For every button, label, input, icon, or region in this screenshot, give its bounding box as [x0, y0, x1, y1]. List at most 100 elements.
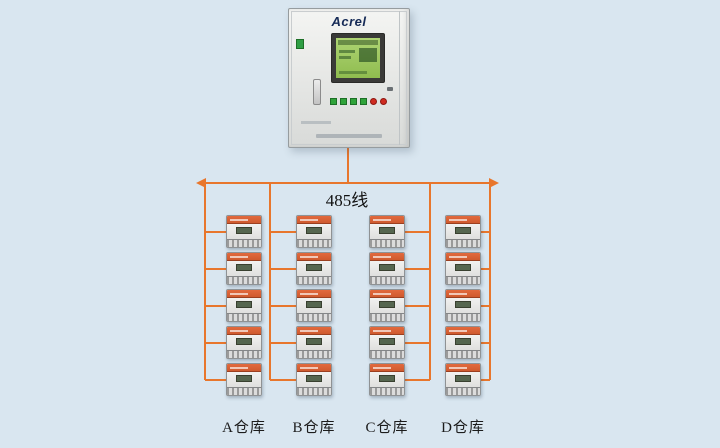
- meter-terminals: [370, 313, 404, 321]
- meter-lcd: [306, 338, 322, 345]
- meter-terminals: [227, 387, 261, 395]
- meter-terminals: [297, 387, 331, 395]
- stubs-column-c: [404, 231, 430, 381]
- din-rail-meter: [445, 215, 481, 248]
- din-rail-meter: [226, 215, 262, 248]
- cabinet-button-row: [330, 98, 387, 105]
- meter-top-stripe: [297, 327, 331, 335]
- meter-lcd: [236, 375, 252, 382]
- meter-terminals: [370, 350, 404, 358]
- meter-lcd: [455, 264, 471, 271]
- meter-lcd: [236, 227, 252, 234]
- lcd-text-line: [339, 71, 367, 74]
- lcd-chart-area: [359, 48, 377, 62]
- meter-top-stripe: [446, 364, 480, 372]
- meter-lcd: [455, 227, 471, 234]
- arrow-right-icon: [489, 178, 499, 188]
- meter-lcd: [236, 301, 252, 308]
- meter-top-stripe: [446, 253, 480, 261]
- meter-lcd: [236, 264, 252, 271]
- meter-column-a: [226, 215, 262, 396]
- meter-top-stripe: [227, 327, 261, 335]
- warehouse-a-label: A仓库: [222, 420, 266, 436]
- meter-lcd: [306, 264, 322, 271]
- din-rail-meter: [369, 326, 405, 359]
- meter-top-stripe: [297, 253, 331, 261]
- bus-label: 485线: [325, 191, 369, 210]
- meter-lcd: [455, 338, 471, 345]
- din-rail-meter: [369, 252, 405, 285]
- meter-lcd: [379, 338, 395, 345]
- lcd-screen-frame: [331, 33, 385, 83]
- stubs-column-d: [480, 231, 490, 381]
- lcd-screen: [336, 38, 380, 78]
- meter-lcd: [306, 375, 322, 382]
- meter-lcd: [236, 338, 252, 345]
- meter-top-stripe: [370, 290, 404, 298]
- meter-lcd: [306, 301, 322, 308]
- lcd-titlebar: [338, 40, 378, 45]
- din-rail-meter: [226, 326, 262, 359]
- meter-terminals: [227, 276, 261, 284]
- meter-top-stripe: [370, 253, 404, 261]
- meter-column-c: [369, 215, 405, 396]
- door-handle: [387, 87, 393, 91]
- din-rail-meter: [369, 215, 405, 248]
- arrow-left-icon: [196, 178, 206, 188]
- meter-terminals: [370, 239, 404, 247]
- din-rail-meter: [226, 252, 262, 285]
- meter-terminals: [370, 276, 404, 284]
- meter-lcd: [379, 301, 395, 308]
- din-rail-meter: [445, 363, 481, 396]
- din-rail-meter: [369, 363, 405, 396]
- meter-terminals: [227, 313, 261, 321]
- meter-terminals: [297, 276, 331, 284]
- green-button: [340, 98, 347, 105]
- din-rail-meter: [296, 215, 332, 248]
- din-rail-meter: [296, 289, 332, 322]
- lcd-text-line: [339, 50, 355, 53]
- meter-terminals: [297, 239, 331, 247]
- power-indicator-badge: [296, 39, 304, 49]
- meter-top-stripe: [446, 216, 480, 224]
- din-rail-meter: [226, 363, 262, 396]
- meter-top-stripe: [297, 290, 331, 298]
- din-rail-meter: [445, 252, 481, 285]
- meter-lcd: [379, 375, 395, 382]
- red-button: [370, 98, 377, 105]
- meter-terminals: [227, 239, 261, 247]
- meter-top-stripe: [370, 327, 404, 335]
- stubs-column-a: [205, 231, 227, 381]
- green-button: [350, 98, 357, 105]
- meter-top-stripe: [446, 327, 480, 335]
- warehouse-b-label: B仓库: [292, 420, 336, 436]
- acrel-control-cabinet: Acrel: [288, 8, 410, 148]
- din-rail-meter: [445, 326, 481, 359]
- din-rail-meter: [445, 289, 481, 322]
- meter-top-stripe: [227, 364, 261, 372]
- green-button: [360, 98, 367, 105]
- meter-top-stripe: [297, 364, 331, 372]
- din-rail-meter: [226, 289, 262, 322]
- meter-column-b: [296, 215, 332, 396]
- cabinet-footer-text: [316, 134, 382, 138]
- meter-top-stripe: [227, 216, 261, 224]
- warehouse-c-label: C仓库: [365, 420, 409, 436]
- lcd-text-line: [339, 56, 351, 59]
- meter-lcd: [455, 301, 471, 308]
- meter-terminals: [227, 350, 261, 358]
- meter-terminals: [446, 350, 480, 358]
- din-rail-meter: [296, 326, 332, 359]
- meter-lcd: [455, 375, 471, 382]
- stubs-column-b: [270, 231, 298, 381]
- meter-terminals: [297, 350, 331, 358]
- green-button: [330, 98, 337, 105]
- cabinet-label-text: [301, 121, 331, 124]
- meter-lcd: [379, 227, 395, 234]
- meter-top-stripe: [227, 290, 261, 298]
- meter-terminals: [446, 239, 480, 247]
- meter-top-stripe: [370, 216, 404, 224]
- meter-terminals: [446, 276, 480, 284]
- din-rail-meter: [296, 252, 332, 285]
